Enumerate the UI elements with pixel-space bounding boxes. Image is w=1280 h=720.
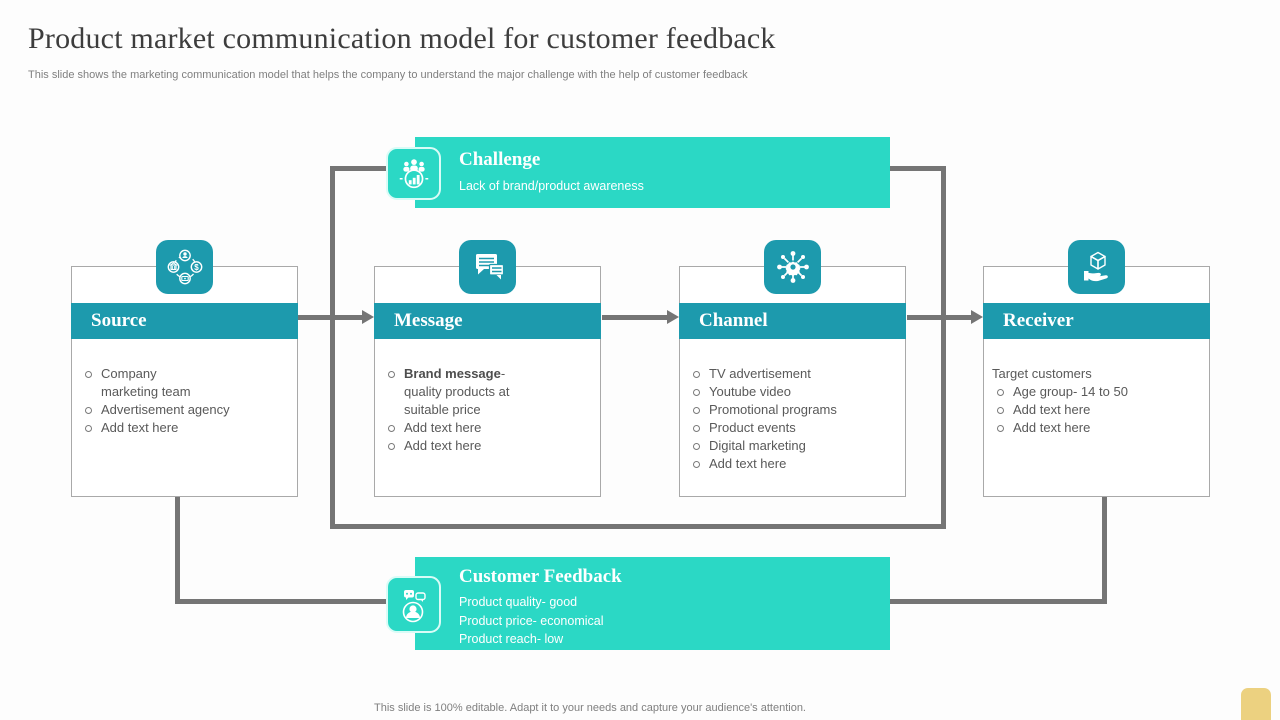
source-body: Company marketing team Advertisement age… — [80, 365, 291, 437]
customer-feedback-lines: Product quality- good Product price- eco… — [459, 595, 604, 646]
message-body: Brand message- quality products at suita… — [383, 365, 594, 455]
challenge-description: Lack of brand/product awareness — [459, 179, 644, 193]
list-item: Add text here — [992, 401, 1203, 419]
connector-source-feedback-v — [175, 497, 180, 604]
message-header: Message — [374, 303, 601, 339]
svg-text:$: $ — [194, 263, 199, 272]
source-header: Source — [71, 303, 298, 339]
list-item: Age group- 14 to 50 — [992, 383, 1203, 401]
connector-receiver-feedback-v — [1102, 497, 1107, 604]
page-title: Product market communication model for c… — [28, 22, 776, 55]
hand-box-icon — [1068, 240, 1125, 294]
list-item: Brand message- quality products at suita… — [383, 365, 594, 419]
channel-list: TV advertisement Youtube video Promotion… — [688, 365, 899, 473]
list-item: Add text here — [383, 419, 594, 437]
chat-bubbles-icon — [459, 240, 516, 294]
receiver-intro: Target customers — [992, 366, 1092, 381]
customer-feedback-title: Customer Feedback — [459, 566, 622, 587]
list-item: Youtube video — [688, 383, 899, 401]
list-item: Digital marketing — [688, 437, 899, 455]
connector-feedback-left-h — [175, 599, 390, 604]
source-list: Company marketing team Advertisement age… — [80, 365, 291, 437]
channel-box: Channel TV advertisement Youtube video P… — [679, 266, 906, 497]
list-item: Add text here — [383, 437, 594, 455]
challenge-title: Challenge — [459, 149, 541, 170]
arrow-source-message-head — [362, 310, 374, 324]
footer-note: This slide is 100% editable. Adapt it to… — [374, 702, 806, 714]
challenge-banner: Challenge Lack of brand/product awarenes… — [415, 137, 890, 208]
team-analytics-icon — [386, 147, 441, 200]
customer-feedback-banner: Customer Feedback Product quality- good … — [415, 557, 890, 650]
channel-header: Channel — [679, 303, 906, 339]
page-subtitle: This slide shows the marketing communica… — [28, 69, 748, 81]
corner-accent-shape — [1241, 688, 1271, 720]
connector-challenge-right-v — [941, 166, 946, 529]
list-item: Company marketing team — [80, 365, 291, 401]
list-item-bold: Brand message — [404, 366, 501, 381]
list-item: TV advertisement — [688, 365, 899, 383]
connector-challenge-left-v — [330, 166, 335, 529]
marketing-exchange-icon: $ — [156, 240, 213, 294]
connector-loop-bottom-h — [330, 524, 946, 529]
receiver-box: Receiver Target customers Age group- 14 … — [983, 266, 1210, 497]
arrow-channel-receiver-line — [907, 315, 972, 320]
arrow-message-channel-line — [602, 315, 668, 320]
list-item: Add text here — [80, 419, 291, 437]
network-hub-icon — [764, 240, 821, 294]
channel-body: TV advertisement Youtube video Promotion… — [688, 365, 899, 473]
connector-challenge-right-h — [888, 166, 946, 171]
arrow-message-channel-head — [667, 310, 679, 324]
list-item: Add text here — [688, 455, 899, 473]
message-list: Brand message- quality products at suita… — [383, 365, 594, 455]
connector-challenge-left-h — [330, 166, 390, 171]
customer-feedback-icon — [386, 576, 441, 633]
source-box: Source Company marketing team Advertisem… — [71, 266, 298, 497]
message-box: Message Brand message- quality products … — [374, 266, 601, 497]
receiver-body: Target customers Age group- 14 to 50 Add… — [992, 365, 1203, 437]
receiver-list: Age group- 14 to 50 Add text here Add te… — [992, 383, 1203, 437]
list-item: Product events — [688, 419, 899, 437]
connector-feedback-right-h — [888, 599, 1107, 604]
list-item-rest: - quality products at suitable price — [404, 366, 510, 417]
arrow-channel-receiver-head — [971, 310, 983, 324]
arrow-source-message-line — [298, 315, 364, 320]
list-item: Advertisement agency — [80, 401, 291, 419]
receiver-header: Receiver — [983, 303, 1210, 339]
list-item: Add text here — [992, 419, 1203, 437]
list-item: Promotional programs — [688, 401, 899, 419]
